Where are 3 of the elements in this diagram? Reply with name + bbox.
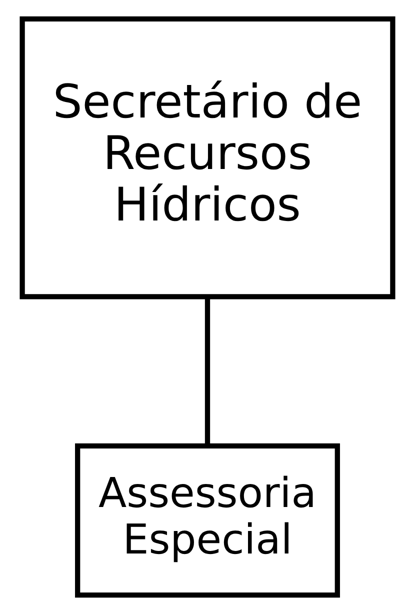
node-box: Assessoria Especial [74,443,340,598]
node-box: Secretário de Recursos Hídricos [19,16,395,300]
connector [204,297,210,446]
